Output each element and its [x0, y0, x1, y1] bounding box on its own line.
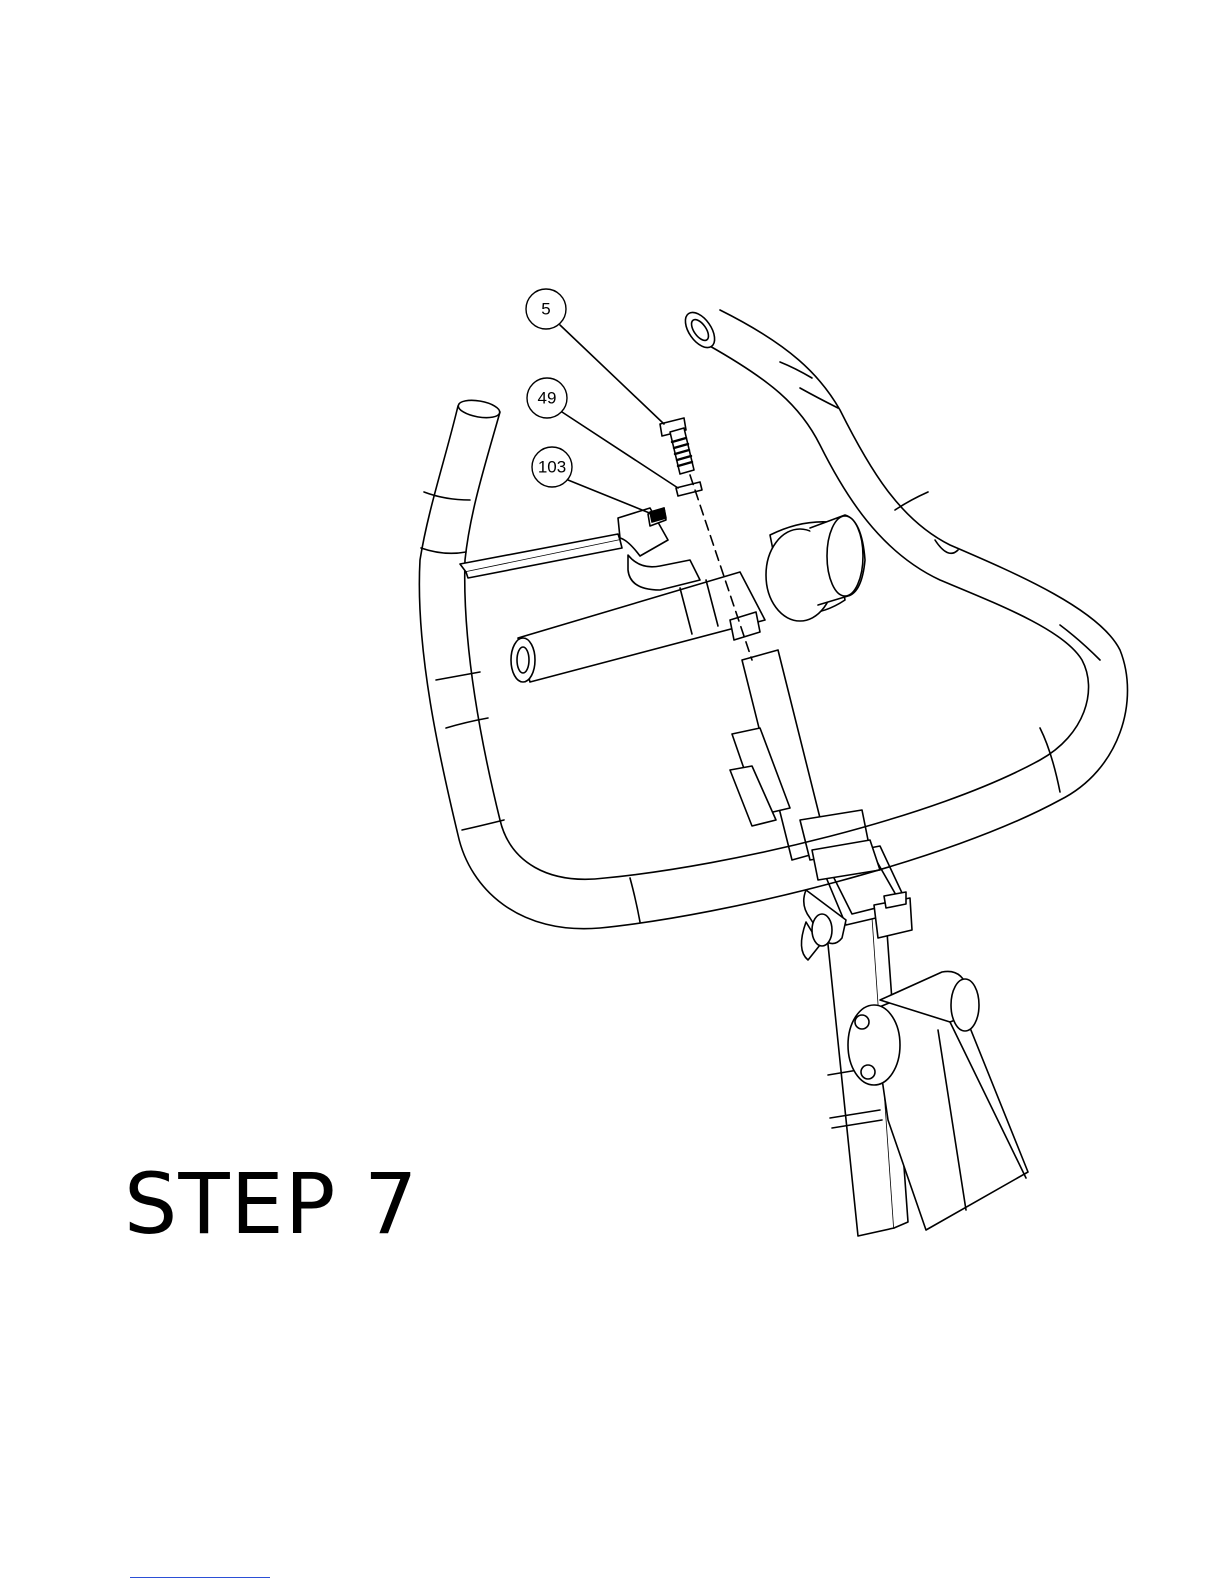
leader-line-5 [560, 325, 664, 424]
callout-49: 49 [527, 378, 567, 418]
callout-label: 5 [541, 300, 550, 319]
handlebar [419, 307, 1127, 928]
callout-5: 5 [526, 289, 566, 329]
callout-103: 103 [532, 447, 572, 487]
tension-lever [460, 508, 700, 590]
leader-line-103 [568, 480, 652, 514]
callout-label: 103 [538, 458, 566, 477]
bolt-5 [660, 418, 694, 474]
footer-link-underline [130, 1577, 270, 1578]
stem-bracket [730, 650, 880, 880]
cross-bar [511, 515, 865, 682]
washer-49 [676, 482, 702, 496]
step-title: STEP 7 [124, 1162, 419, 1246]
callout-label: 49 [538, 389, 557, 408]
